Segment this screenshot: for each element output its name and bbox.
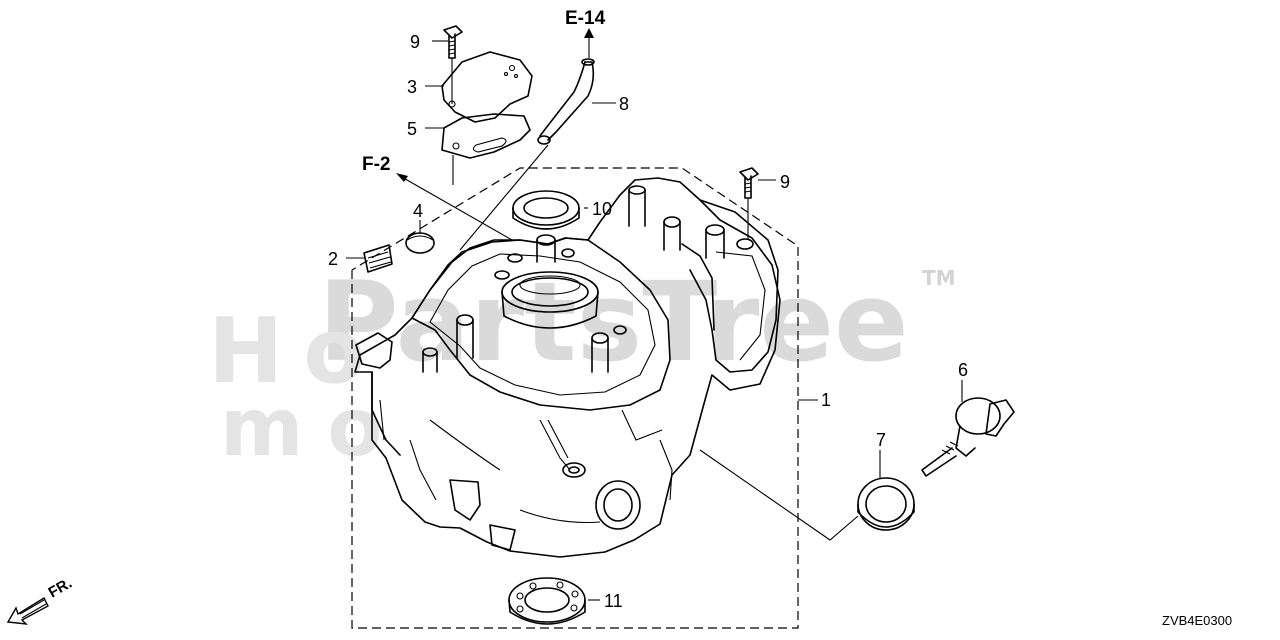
arrowheads: [396, 28, 594, 182]
section-ref-e14: E-14: [565, 8, 606, 29]
watermark: PartsTree TM Ho mo: [208, 258, 956, 474]
tube-part-8: [537, 58, 595, 145]
cap-part-4: [405, 232, 435, 254]
callout-7: 7: [876, 430, 886, 450]
watermark-brand: PartsTree: [318, 258, 909, 386]
callout-1: 1: [821, 390, 831, 410]
callout-2: 2: [328, 249, 338, 269]
washer-part-7: [857, 477, 915, 531]
watermark-text-line1: Ho: [208, 299, 385, 404]
watermark-text-line2: mo: [220, 381, 406, 474]
callout-11: 11: [604, 591, 623, 611]
assembly-boundary: [351, 167, 799, 629]
case-bosses: [422, 185, 754, 373]
callout-6: 6: [958, 360, 968, 380]
cover-plate-part-3: [441, 51, 533, 123]
bolt-part-9-top: [443, 25, 463, 104]
drawing-code: ZVB4E0300: [1162, 613, 1232, 628]
front-direction-label: FR.: [46, 575, 75, 602]
leader-lines: [346, 34, 963, 601]
bearing-part-11: [508, 577, 586, 625]
seal-part-10: [512, 190, 580, 230]
watermark-tm: TM: [922, 266, 956, 290]
front-arrow-icon: [6, 597, 49, 625]
callout-9-right: 9: [780, 172, 790, 192]
callout-3: 3: [407, 77, 417, 97]
callout-labels: 9 3 5 4 2 8 10 9 1 7 6 11: [328, 32, 968, 611]
front-direction-indicator: FR.: [6, 575, 75, 625]
callout-9-top: 9: [410, 32, 420, 52]
callout-10: 10: [592, 199, 612, 219]
bolt-part-9-right: [739, 167, 759, 240]
callout-4: 4: [413, 201, 423, 221]
section-ref-f2: F-2: [362, 154, 391, 175]
callout-5: 5: [407, 119, 417, 139]
dipstick-part-6: [921, 397, 1015, 477]
case-part-1: [354, 177, 781, 558]
callout-8: 8: [619, 94, 629, 114]
gasket-part-5: [441, 113, 531, 159]
filter-part-2: [363, 244, 393, 273]
